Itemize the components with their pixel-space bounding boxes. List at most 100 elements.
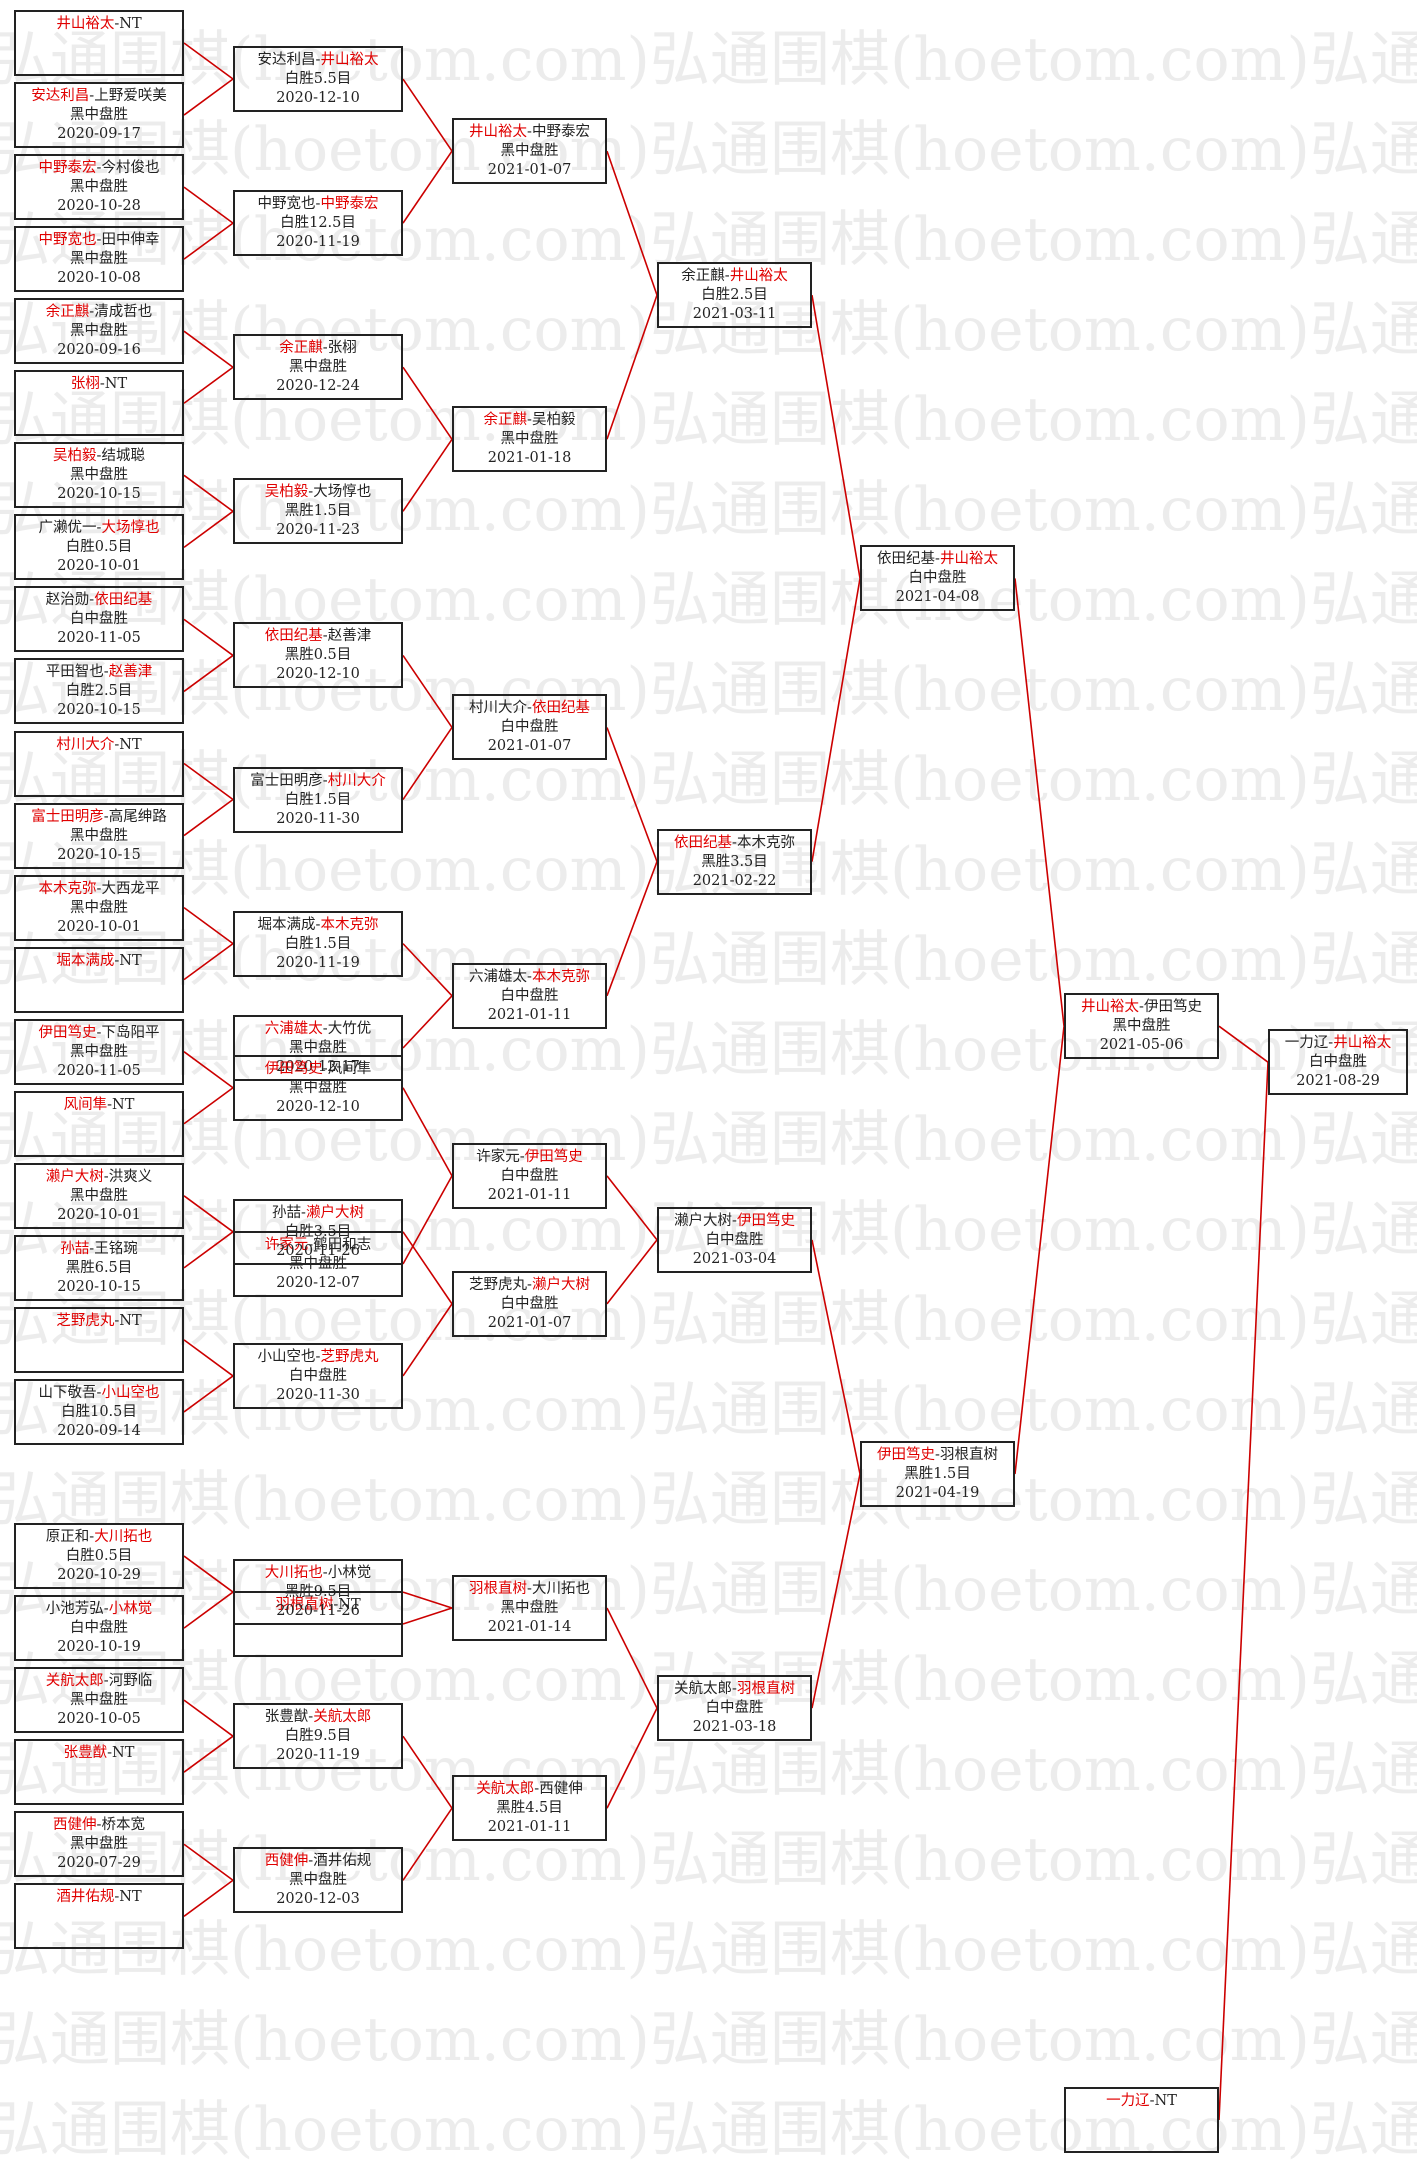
match-players: 安达利昌-井山裕太 <box>235 51 401 70</box>
player-black: 孙喆 <box>272 1204 302 1221</box>
vs-dash: - <box>301 1204 306 1221</box>
match-date: 2020-11-26 <box>276 1603 360 1620</box>
player-black: 赵治勋 <box>45 592 90 609</box>
player-white: 本木克弥 <box>320 916 379 933</box>
match-box-r1-1: 井山裕太-NT <box>14 10 184 76</box>
match-players: 芝野虎丸-NT <box>16 1312 182 1331</box>
match-date: 2020-10-05 <box>57 1711 141 1728</box>
player-white: 井山裕太 <box>939 551 998 568</box>
bracket-connector <box>183 942 234 981</box>
match-date: 2021-03-11 <box>692 306 777 323</box>
match-date: 2020-12-10 <box>276 1098 360 1115</box>
match-players: 村川大介-NT <box>16 736 182 755</box>
match-date: 2020-10-01 <box>57 1206 141 1223</box>
player-white: 井山裕太 <box>320 52 379 69</box>
match-result: 黑胜0.5目 <box>284 647 352 664</box>
bracket-connector <box>811 1473 861 1709</box>
bracket-connector <box>402 943 453 997</box>
vs-dash: - <box>96 520 102 537</box>
bracket-connector <box>183 222 234 260</box>
player-white: NT <box>119 16 142 32</box>
match-result: 黑中盘胜 <box>289 1040 347 1056</box>
player-white: 小林觉 <box>108 1601 153 1618</box>
match-players: 濑户大树-伊田笃史 <box>659 1212 810 1231</box>
bracket-connector <box>402 438 453 512</box>
player-white: 濑户大树 <box>305 1204 364 1221</box>
vs-dash: - <box>114 1889 120 1906</box>
match-date: 2020-11-26 <box>276 1242 360 1259</box>
player-black: 酒井佑规 <box>56 1889 115 1906</box>
match-result: 黑胜4.5目 <box>496 1800 563 1817</box>
player-black: 井山裕太 <box>56 16 115 32</box>
player-black: 村川大介 <box>469 700 528 717</box>
match-result: 黑中盘胜 <box>70 827 128 844</box>
match-box-r2-7: 堀本满成-本木克弥白胜1.5目 2020-11-19 <box>233 910 403 977</box>
match-date: 2020-11-30 <box>276 1386 360 1403</box>
bracket-connector <box>606 150 658 296</box>
match-players: 小山空也-芝野虎丸 <box>235 1348 401 1367</box>
player-black: 依田纪基 <box>877 551 936 568</box>
match-players: 许家元-伊田笃史 <box>454 1148 605 1167</box>
player-black: 余正麒 <box>279 340 323 357</box>
match-players: 六浦雄太-本木克弥 <box>454 968 605 987</box>
match-box-r1-6: 张栩-NT <box>14 370 184 437</box>
match-result: 黑中盘胜 <box>1112 1018 1171 1035</box>
match-date: 2020-10-28 <box>57 198 141 215</box>
match-players: 伊田笃史-下岛阳平 <box>16 1024 182 1043</box>
match-players: 堀本满成-本木克弥 <box>235 916 401 935</box>
match-date: 2020-10-15 <box>57 846 141 863</box>
vs-dash: - <box>527 1276 532 1293</box>
bracket-connector <box>402 727 453 800</box>
match-result: 黑中盘胜 <box>70 1187 128 1204</box>
vs-dash: - <box>1149 2093 1155 2109</box>
player-black: 井山裕太 <box>469 124 528 141</box>
match-result: 白胜1.5目 <box>284 935 352 952</box>
match-result: 白胜0.5目 <box>65 539 133 556</box>
player-black: 吴柏毅 <box>264 484 309 501</box>
match-box-r1-19: 芝野虎丸-NT <box>14 1306 184 1373</box>
vs-dash: - <box>322 1060 328 1077</box>
match-result: 黑胜1.5目 <box>904 1466 971 1482</box>
player-white: 大场惇也 <box>313 484 372 501</box>
match-date: 2021-03-04 <box>692 1250 777 1267</box>
player-black: 小池芳弘 <box>45 1601 104 1618</box>
match-date: 2020-09-17 <box>57 126 141 143</box>
bracket-connector <box>183 618 234 657</box>
player-white: 酒井佑规 <box>313 1853 372 1870</box>
player-white: 伊田笃史 <box>736 1212 795 1229</box>
player-black: 山下敬吾 <box>38 1384 97 1401</box>
match-players: 广濑优一-大场惇也 <box>16 519 182 538</box>
bracket-connector <box>183 654 234 693</box>
bracket-connector <box>811 295 861 579</box>
match-date: 2020-11-19 <box>276 954 360 971</box>
player-black: 孙喆 <box>60 1240 90 1257</box>
player-black: 关航太郎 <box>476 1781 535 1798</box>
bracket-connector <box>183 1051 234 1089</box>
bracket-connector <box>402 1735 453 1809</box>
vs-dash: - <box>333 1597 339 1613</box>
bracket-connector <box>183 762 234 801</box>
bracket-connector <box>183 42 234 80</box>
match-players: 平田智也-赵善津 <box>16 663 182 682</box>
match-players: 许家元-鹤田和志 <box>235 1236 401 1255</box>
bracket-connector <box>1218 1025 1269 1063</box>
player-white: 西健伸 <box>539 1781 583 1798</box>
player-black: 芝野虎丸 <box>56 1312 115 1329</box>
player-white: NT <box>1154 2093 1177 2109</box>
match-result: 黑中盘胜 <box>70 467 128 484</box>
match-result: 黑中盘胜 <box>500 1600 559 1617</box>
player-white: 洪爽义 <box>108 1168 153 1185</box>
bracket-connector <box>402 150 453 224</box>
vs-dash: - <box>96 1384 102 1401</box>
